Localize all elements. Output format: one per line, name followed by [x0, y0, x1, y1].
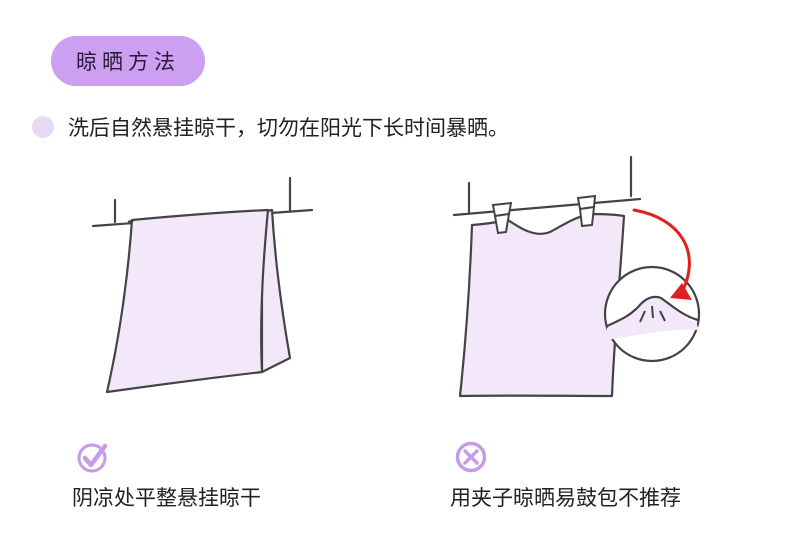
right-caption: 用夹子晾晒易鼓包不推荐 [450, 440, 681, 512]
cross-icon [454, 440, 488, 474]
right-caption-text: 用夹子晾晒易鼓包不推荐 [450, 482, 681, 512]
left-caption-text: 阴凉处平整悬挂晾干 [72, 482, 261, 512]
left-towel [107, 210, 290, 392]
zoom-detail-circle [605, 267, 699, 361]
right-drying-rack [454, 157, 640, 215]
left-caption: 阴凉处平整悬挂晾干 [72, 440, 261, 512]
check-icon [76, 440, 110, 474]
right-clothespin-icon [578, 196, 595, 226]
right-towel [460, 214, 624, 396]
